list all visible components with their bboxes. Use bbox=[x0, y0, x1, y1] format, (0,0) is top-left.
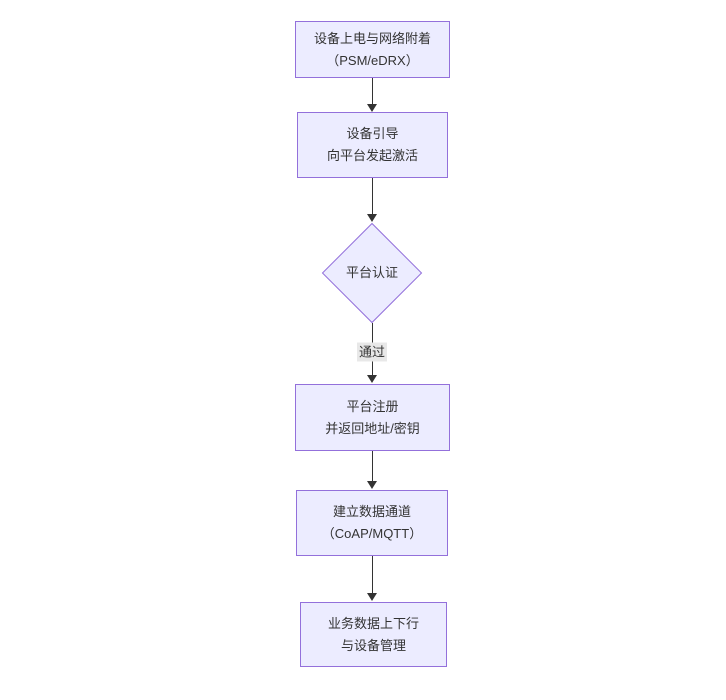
node-text-line: 并返回地址/密钥 bbox=[325, 420, 420, 436]
node-text-line: 平台注册 bbox=[346, 398, 399, 414]
arrowhead-down-icon bbox=[367, 375, 377, 383]
node-text-line: 建立数据通道 bbox=[332, 504, 411, 519]
flow-node-data-channel: 建立数据通道 （CoAP/MQTT） bbox=[296, 490, 448, 556]
arrowhead-down-icon bbox=[367, 104, 377, 112]
arrow-line bbox=[372, 451, 373, 481]
node-text-line: 设备引导 bbox=[346, 126, 399, 141]
arrow-line bbox=[372, 556, 373, 593]
node-text-line: 业务数据上下行 bbox=[327, 615, 419, 631]
node-text-line: 平台认证 bbox=[345, 265, 398, 280]
node-text-line: （PSM/eDRX） bbox=[326, 52, 419, 68]
node-text-line: （CoAP/MQTT） bbox=[321, 526, 423, 541]
flow-node-bootstrap: 设备引导 向平台发起激活 bbox=[297, 112, 448, 178]
arrowhead-down-icon bbox=[367, 214, 377, 222]
flow-node-business-data: 业务数据上下行 与设备管理 bbox=[300, 602, 447, 667]
arrow-line bbox=[372, 178, 373, 214]
node-text-line: 与设备管理 bbox=[340, 637, 406, 653]
arrow-line bbox=[372, 78, 373, 104]
edge-label-pass: 通过 bbox=[356, 342, 388, 362]
arrowhead-down-icon bbox=[367, 593, 377, 601]
arrowhead-down-icon bbox=[367, 481, 377, 489]
node-text-line: 设备上电与网络附着 bbox=[313, 30, 431, 46]
flow-node-register: 平台注册 并返回地址/密钥 bbox=[295, 384, 450, 451]
node-text-line: 向平台发起激活 bbox=[326, 148, 418, 163]
flow-node-power-attach: 设备上电与网络附着 （PSM/eDRX） bbox=[295, 21, 450, 78]
flow-node-platform-auth: 平台认证 bbox=[321, 222, 423, 324]
